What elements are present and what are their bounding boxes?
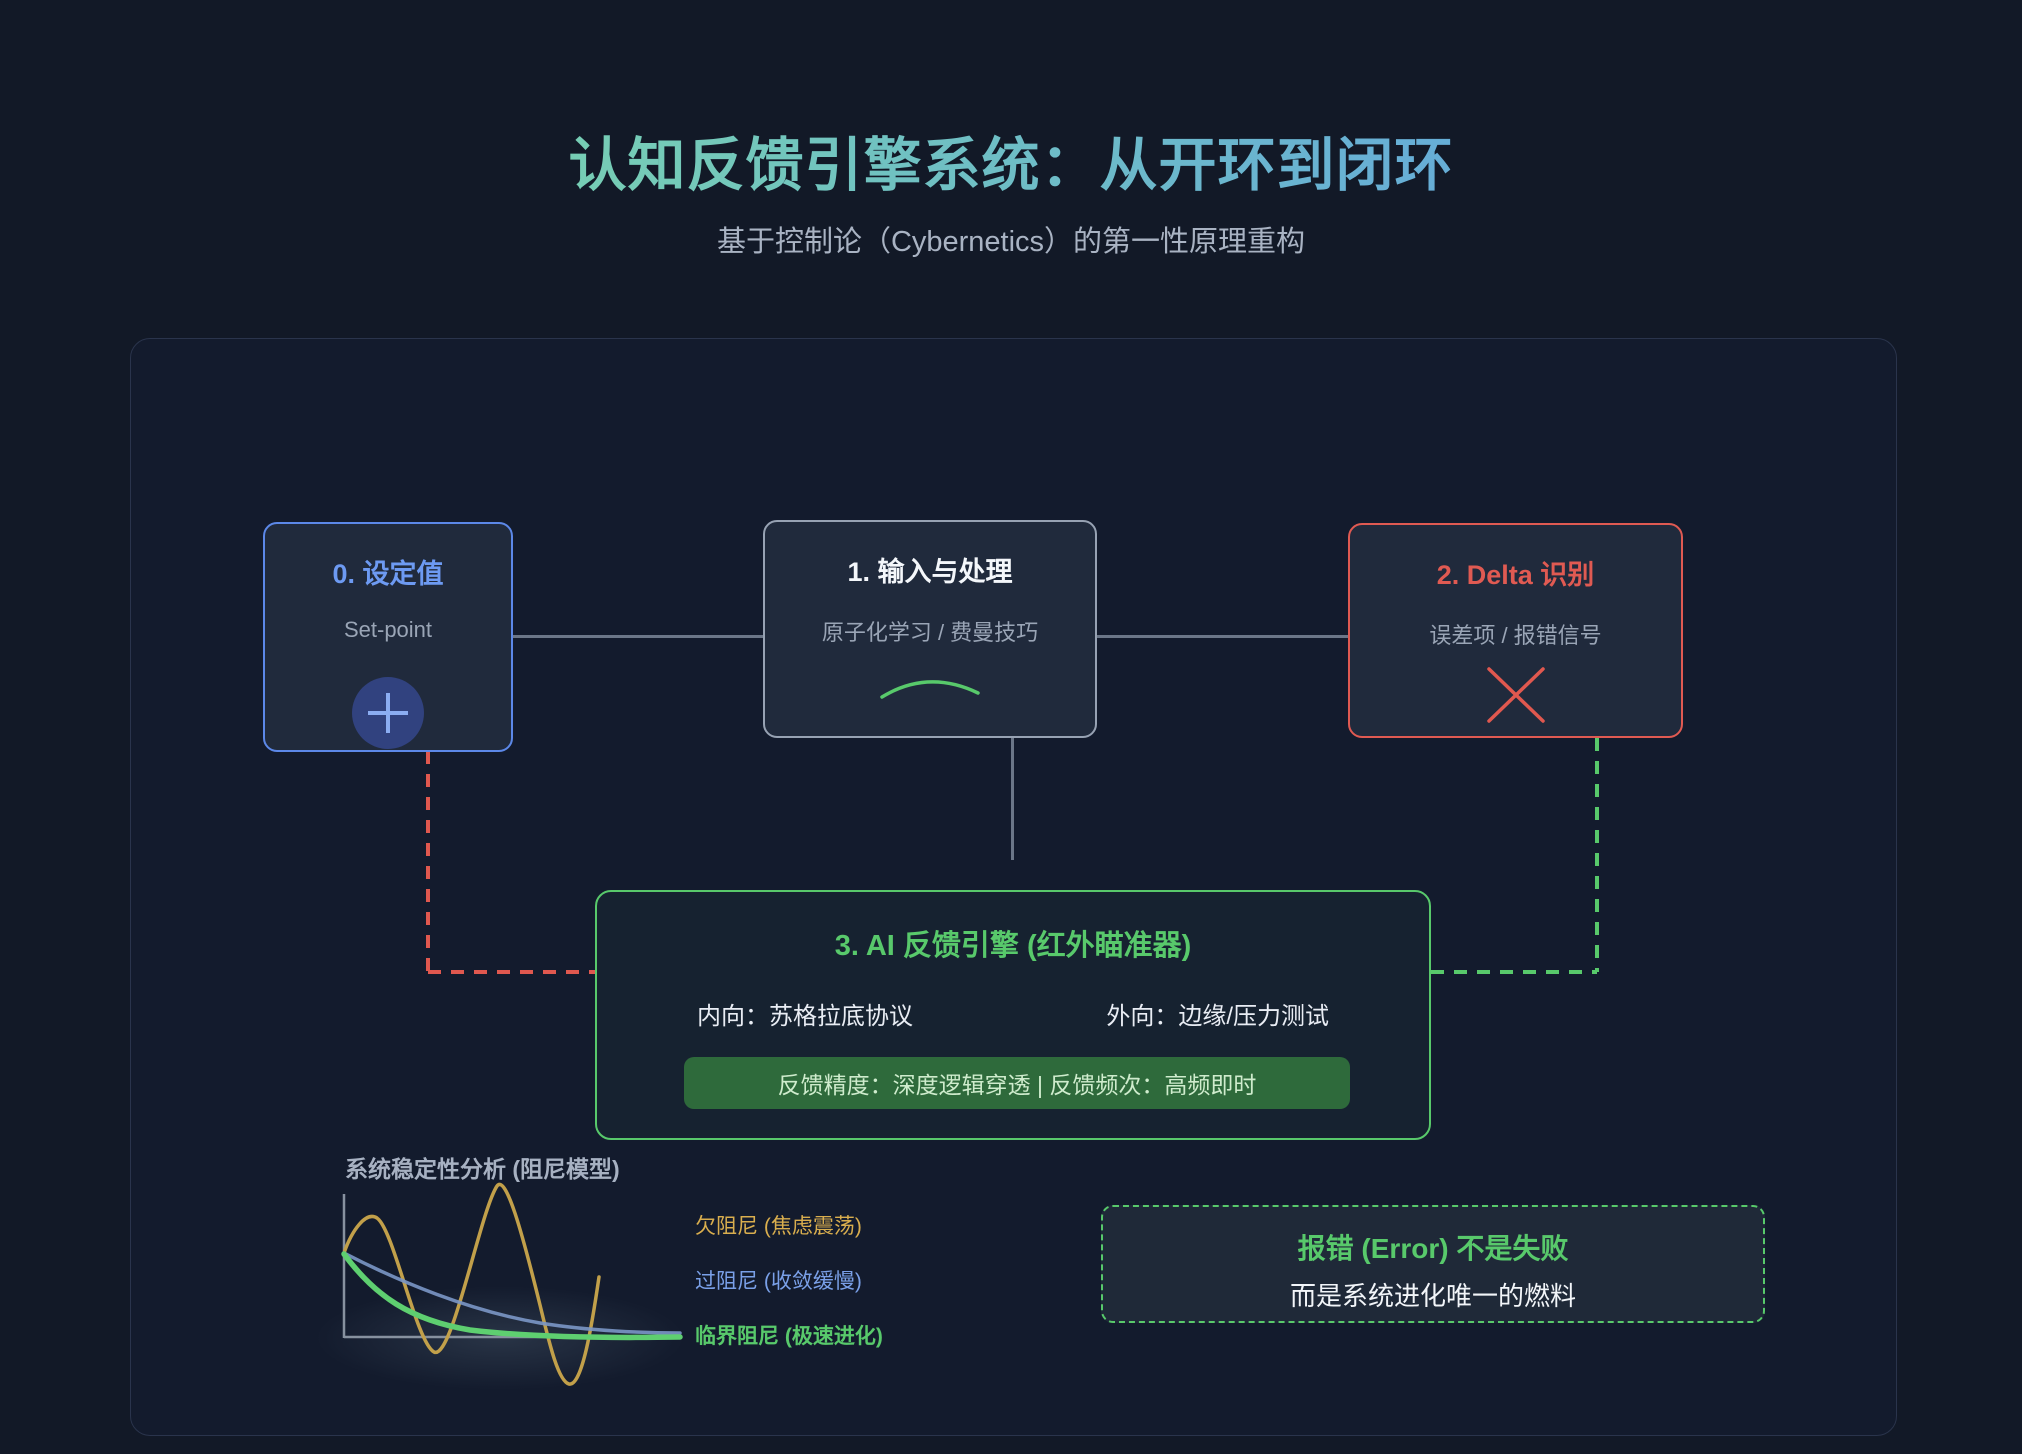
callout-subtitle: 而是系统进化唯一的燃料 (1289, 1281, 1576, 1311)
curve-critical (341, 1251, 683, 1341)
connector-input-to-engine (1011, 738, 1014, 860)
plus-icon (352, 677, 424, 749)
connector-setpoint-to-engine-dashed (428, 970, 595, 974)
legend-critical: 临界阻尼 (极速进化) (695, 1325, 883, 1348)
curve-underdamped (342, 1182, 601, 1386)
node-setpoint: 0. 设定值 Set-point (263, 522, 513, 752)
node-input-title: 1. 输入与处理 (847, 557, 1013, 587)
callout-title: 报错 (Error) 不是失败 (1297, 1233, 1569, 1264)
connector-input-to-delta (1097, 635, 1348, 638)
page-subtitle: 基于控制论（Cybernetics）的第一性原理重构 (716, 226, 1306, 258)
x-icon (1486, 667, 1545, 723)
node-setpoint-title: 0. 设定值 (332, 559, 444, 589)
legend-underdamped: 欠阻尼 (焦虑震荡) (695, 1215, 862, 1238)
node-delta-title: 2. Delta 识别 (1436, 560, 1595, 590)
node-input-subtitle: 原子化学习 / 费曼技巧 (821, 620, 1039, 645)
node-feedback-engine: 3. AI 反馈引擎 (红外瞄准器) 内向：苏格拉底协议 外向：边缘/压力测试 … (595, 890, 1431, 1140)
connector-setpoint-down-dashed (426, 751, 430, 972)
connector-delta-to-engine-dashed (1431, 970, 1597, 974)
node-delta-subtitle: 误差项 / 报错信号 (1429, 623, 1602, 648)
page-title: 认知反馈引擎系统：从开环到闭环 (0, 118, 2022, 202)
chart-title: 系统稳定性分析 (阻尼模型) (345, 1156, 620, 1182)
curve-overdamped (342, 1251, 682, 1335)
engine-outward-label: 外向：边缘/压力测试 (1106, 1003, 1329, 1030)
node-input-processing: 1. 输入与处理 原子化学习 / 费曼技巧 (763, 520, 1097, 738)
node-setpoint-subtitle: Set-point (343, 617, 433, 642)
engine-title: 3. AI 反馈引擎 (红外瞄准器) (834, 930, 1192, 962)
error-callout-box: 报错 (Error) 不是失败 而是系统进化唯一的燃料 (1101, 1205, 1765, 1323)
node-delta: 2. Delta 识别 误差项 / 报错信号 (1348, 523, 1683, 738)
legend-overdamped: 过阻尼 (收敛缓慢) (695, 1270, 862, 1293)
engine-inward-label: 内向：苏格拉底协议 (697, 1003, 913, 1030)
damping-chart-svg (315, 1182, 685, 1390)
connector-setpoint-to-input (513, 635, 763, 638)
connector-delta-down-dashed (1595, 738, 1599, 972)
engine-feedback-badge: 反馈精度：深度逻辑穿透 | 反馈频次：高频即时 (684, 1057, 1350, 1109)
arc-icon (880, 680, 980, 699)
